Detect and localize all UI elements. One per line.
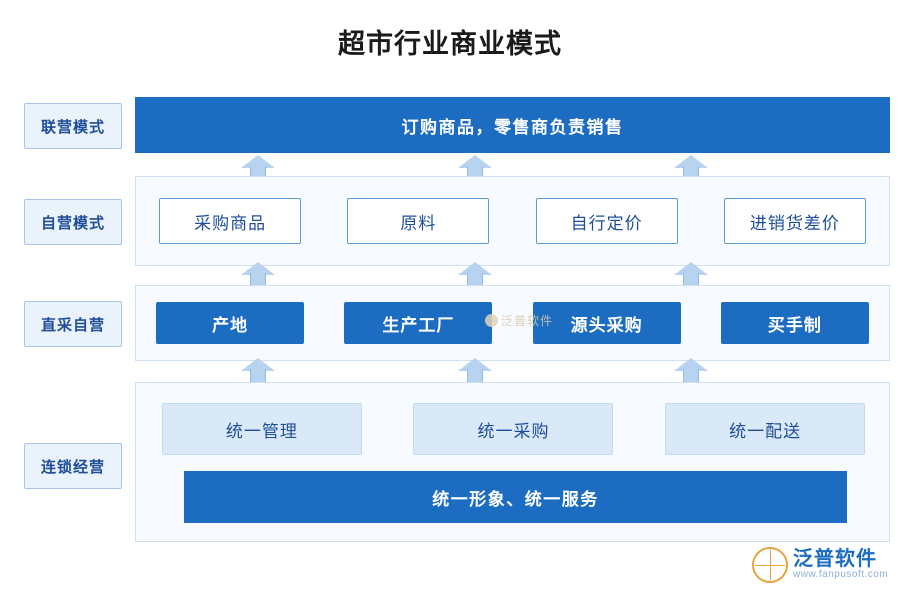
chain-operation-box-row: 统一管理 统一采购 统一配送 [136, 403, 891, 455]
self-operation-box-4[interactable]: 进销货差价 [723, 198, 866, 244]
brand-name: 泛普软件 [793, 548, 877, 571]
chain-operation-footer-bar: 统一形象、统一服务 [184, 471, 847, 523]
self-operation-box-2[interactable]: 原料 [347, 198, 490, 244]
brand-url: www.fanpusoft.com [793, 569, 889, 581]
globe-icon [752, 547, 788, 583]
row-label-direct-sourcing: 直采自营 [24, 301, 122, 347]
self-operation-panel: 采购商品 原料 自行定价 进销货差价 [135, 176, 890, 266]
chain-operation-box-3-label: 统一配送 [729, 421, 802, 441]
arrow-up-chain-to-direct-1 [241, 358, 275, 382]
chain-operation-box-2-label: 统一采购 [477, 421, 550, 441]
arrow-up-self-to-joint-3 [674, 155, 708, 179]
direct-sourcing-box-2-label: 生产工厂 [382, 315, 455, 335]
row-label-chain-operation: 连锁经营 [24, 443, 122, 489]
direct-sourcing-box-2[interactable]: 生产工厂 [344, 302, 493, 344]
direct-sourcing-box-4-label: 买手制 [767, 315, 822, 335]
arrow-up-direct-to-self-3 [674, 262, 708, 286]
arrow-up-chain-to-direct-2 [458, 358, 492, 382]
joint-operation-band-text: 订购商品，零售商负责销售 [401, 117, 624, 137]
direct-sourcing-box-3[interactable]: 源头采购 [532, 302, 681, 344]
arrow-up-self-to-joint-2 [458, 155, 492, 179]
direct-sourcing-box-1-label: 产地 [212, 315, 249, 335]
chain-operation-box-1[interactable]: 统一管理 [161, 403, 362, 455]
self-operation-box-3-label: 自行定价 [570, 213, 643, 233]
chain-operation-box-3[interactable]: 统一配送 [665, 403, 866, 455]
self-operation-box-1-label: 采购商品 [194, 213, 267, 233]
chain-operation-panel: 统一管理 统一采购 统一配送 统一形象、统一服务 [135, 382, 890, 542]
self-operation-box-2-label: 原料 [400, 213, 437, 233]
self-operation-box-3[interactable]: 自行定价 [535, 198, 678, 244]
row-label-self-operation: 自营模式 [24, 199, 122, 245]
page-title: 超市行业商业模式 [338, 29, 562, 59]
chain-operation-box-2[interactable]: 统一采购 [413, 403, 614, 455]
brand-logo-text: 泛普软件 www.fanpusoft.com [793, 549, 888, 581]
self-operation-box-4-label: 进销货差价 [749, 213, 840, 233]
row-label-joint-operation: 联营模式 [24, 103, 122, 149]
joint-operation-band: 订购商品，零售商负责销售 [135, 97, 890, 153]
arrow-up-direct-to-self-2 [458, 262, 492, 286]
brand-logo: 泛普软件 www.fanpusoft.com [752, 543, 888, 587]
arrow-up-self-to-joint-1 [241, 155, 275, 179]
arrow-up-direct-to-self-1 [241, 262, 275, 286]
direct-sourcing-panel: 产地 生产工厂 源头采购 买手制 [135, 285, 890, 361]
chain-operation-box-1-label: 统一管理 [225, 421, 298, 441]
chain-operation-footer-label: 统一形象、统一服务 [432, 489, 599, 509]
direct-sourcing-box-4[interactable]: 买手制 [720, 302, 869, 344]
self-operation-box-1[interactable]: 采购商品 [159, 198, 302, 244]
direct-sourcing-box-1[interactable]: 产地 [156, 302, 305, 344]
direct-sourcing-box-3-label: 源头采购 [570, 315, 643, 335]
arrow-up-chain-to-direct-3 [674, 358, 708, 382]
